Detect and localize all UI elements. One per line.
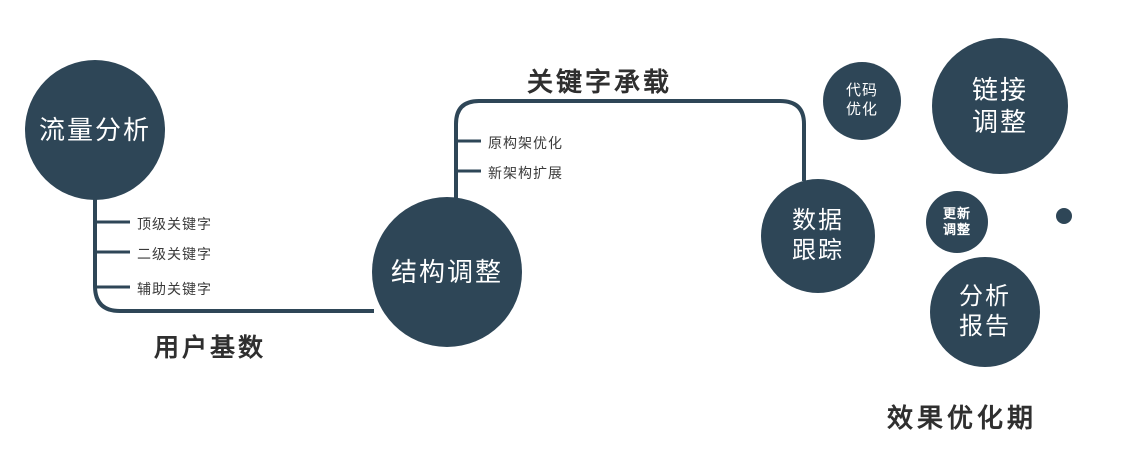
- edge-label-user-base: 用户基数: [154, 334, 267, 362]
- node-code-optimization-line1: 代码: [845, 82, 878, 100]
- node-analysis-report-line1: 分析: [959, 283, 1011, 310]
- dot-marker: [1056, 208, 1072, 224]
- connector-structure-to-tracking: [454, 99, 806, 198]
- branch-label-top-keyword: 顶级关键字: [137, 216, 212, 232]
- node-update-adjustment-line2: 调整: [942, 222, 971, 237]
- node-analysis-report: 分析 报告: [930, 257, 1040, 367]
- caption-effect-optimization: 效果优化期: [887, 403, 1038, 433]
- node-structure-adjustment: 结构调整: [372, 197, 522, 347]
- node-traffic-analysis-label: 流量分析: [38, 114, 151, 145]
- node-link-adjustment: 链接 调整: [932, 38, 1068, 174]
- node-analysis-report-line2: 报告: [959, 313, 1011, 340]
- node-data-tracking-line1: 数据: [792, 207, 844, 234]
- node-data-tracking: 数据 跟踪: [761, 179, 875, 293]
- node-update-adjustment-line1: 更新: [942, 205, 971, 221]
- connector-traffic-to-structure: [93, 196, 374, 313]
- node-update-adjustment: 更新 调整: [926, 191, 988, 253]
- node-code-optimization-line2: 优化: [845, 101, 878, 118]
- node-structure-adjustment-label: 结构调整: [390, 256, 503, 287]
- node-data-tracking-line2: 跟踪: [792, 237, 844, 264]
- node-code-optimization: 代码 优化: [823, 62, 901, 140]
- edge-label-keyword-carrying: 关键字承载: [527, 67, 673, 97]
- branch-label-original-arch: 原构架优化: [488, 135, 563, 151]
- node-link-adjustment-line2: 调整: [971, 107, 1028, 137]
- node-traffic-analysis: 流量分析: [25, 60, 165, 200]
- node-link-adjustment-line1: 链接: [971, 74, 1028, 105]
- branch-label-new-arch: 新架构扩展: [488, 165, 563, 181]
- branch-label-aux-keyword: 辅助关键字: [137, 281, 212, 297]
- branch-label-second-keyword: 二级关键字: [137, 246, 212, 262]
